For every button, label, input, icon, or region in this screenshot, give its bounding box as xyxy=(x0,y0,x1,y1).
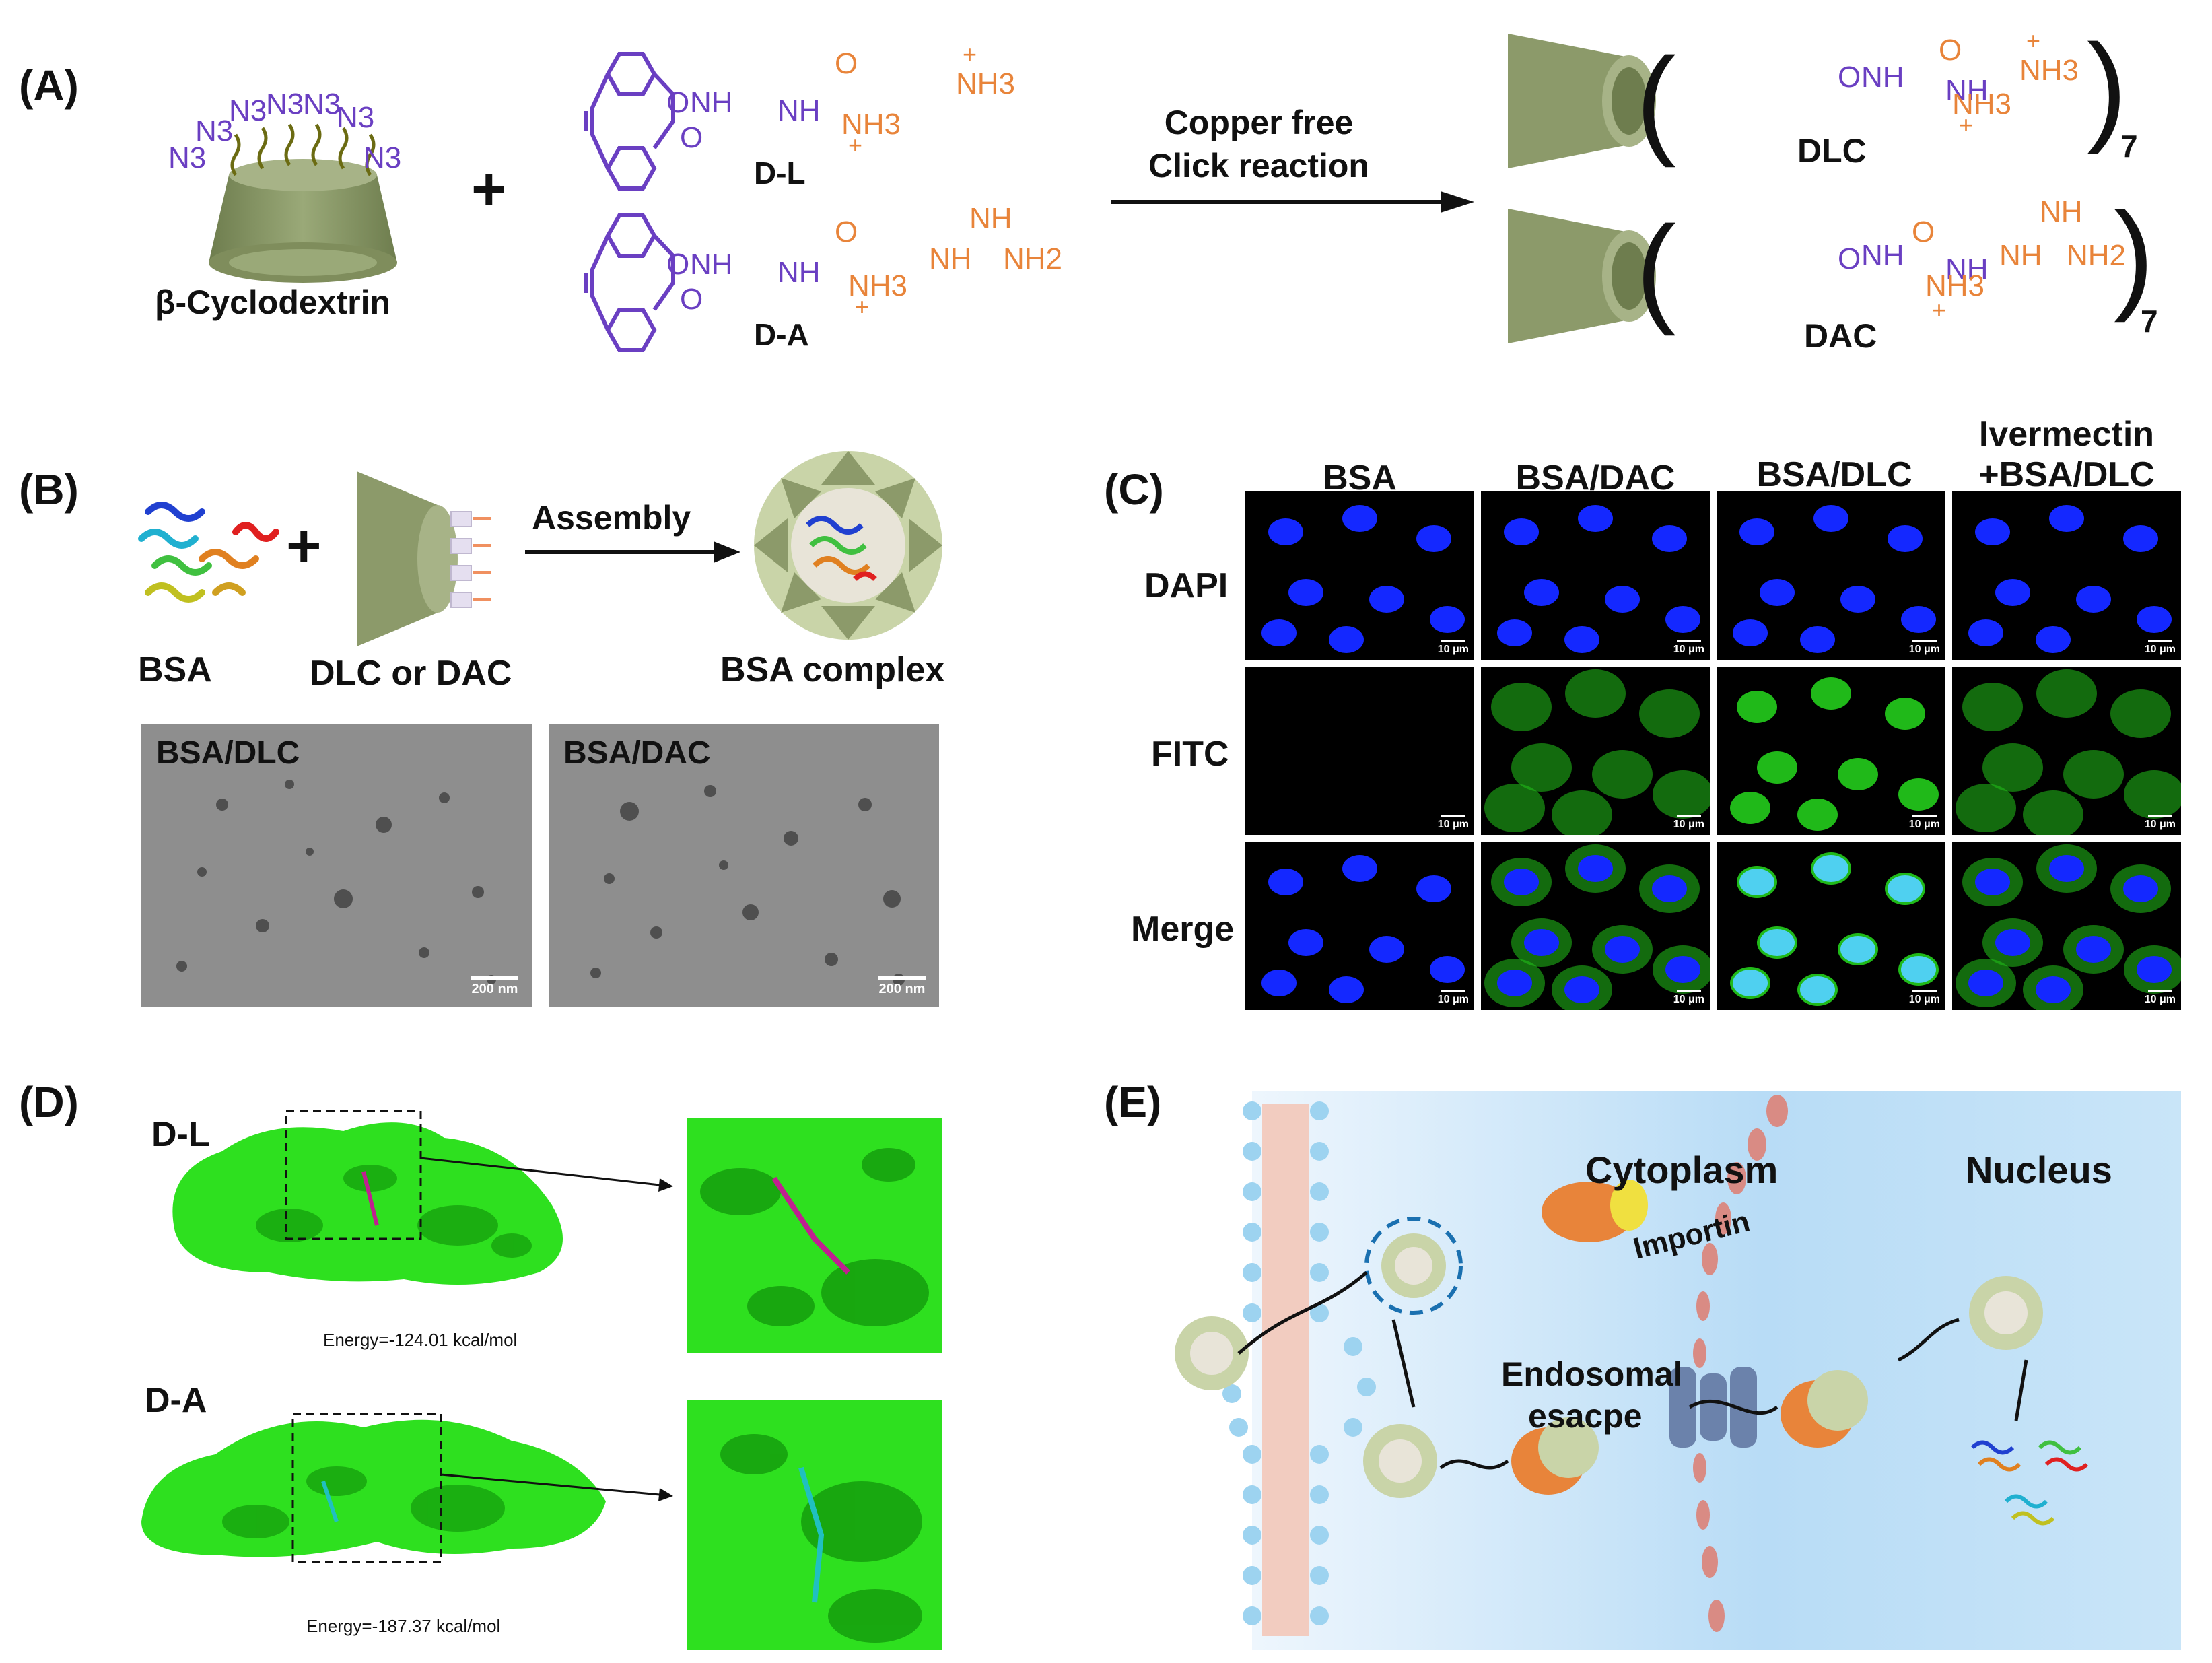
tem-scale-dac: 200 nm xyxy=(878,976,926,997)
micrograph-merge-3: 10 μm xyxy=(1952,842,2181,1010)
da-docking-label: D-A xyxy=(145,1381,207,1420)
dac-subscript: 7 xyxy=(2141,304,2158,339)
assembly-label: Assembly xyxy=(532,499,691,537)
dlc-subscript: 7 xyxy=(2120,129,2138,164)
micrograph-merge-1: 10 μm xyxy=(1481,842,1710,1010)
dl-docking-label: D-L xyxy=(151,1115,210,1154)
col-header-bsa-dac: BSA/DAC xyxy=(1515,459,1675,498)
dlc-structure: ( O NH NH xyxy=(1636,33,1989,168)
dlc-or-dac-label: DLC or DAC xyxy=(310,654,512,693)
scale-bar: 10 μm xyxy=(1909,640,1940,656)
panel-b-label: (B) xyxy=(19,465,79,514)
dl-label: D-L xyxy=(754,156,806,191)
scale-bar: 10 μm xyxy=(1438,640,1469,656)
assembly-arrow xyxy=(525,541,740,563)
arginine-group: O NH NH NH2 NH3 + xyxy=(835,202,1063,320)
bsa-protein-icon xyxy=(138,502,279,603)
micrograph-dapi-2: 10 μm xyxy=(1717,491,1945,660)
panel-a-label: (A) xyxy=(19,61,79,110)
micrograph-fitc-0: 10 μm xyxy=(1245,667,1474,835)
panel-e-label: (E) xyxy=(1104,1078,1162,1126)
dlc-lysine: O + NH3 NH3 + xyxy=(1939,27,2079,139)
dlc-cup-icon xyxy=(1508,34,1656,168)
dlc-bracket: ) xyxy=(2087,20,2127,155)
docking-views xyxy=(141,1110,942,1650)
row-label-dapi: DAPI xyxy=(1144,566,1229,605)
tem-title-dac: BSA/DAC xyxy=(563,735,711,771)
dlc-label: DLC xyxy=(1797,132,1867,170)
dac-label: DAC xyxy=(1804,317,1877,355)
dibenzocyclooctyne-dl-icon xyxy=(584,52,675,191)
da-chain: O O NH NH xyxy=(666,248,821,316)
cyclodextrin-label: β-Cyclodextrin xyxy=(155,283,391,321)
tem-image-bsa-dlc: BSA/DLC 200 nm xyxy=(141,724,532,1007)
lysine-group: O + NH3 NH3 + xyxy=(835,40,1016,159)
col-header-bsa: BSA xyxy=(1323,459,1397,498)
nucleus-label: Nucleus xyxy=(1966,1149,2112,1191)
bsa-complex-label: BSA complex xyxy=(720,650,945,689)
dac-arginine: O NH NH NH2 NH3 + xyxy=(1912,195,2127,324)
bsa-complex-icon xyxy=(754,451,942,640)
dac-structure: ( O NH NH xyxy=(1636,201,1989,337)
energy-da: Energy=-187.37 kcal/mol xyxy=(306,1616,501,1636)
plus-sign: + xyxy=(471,156,507,223)
tem-image-bsa-dac: BSA/DAC 200 nm xyxy=(549,724,939,1007)
scale-bar: 10 μm xyxy=(1673,815,1704,831)
scale-bar: 10 μm xyxy=(1438,990,1469,1006)
micrograph-merge-2: 10 μm xyxy=(1717,842,1945,1010)
micrograph-fitc-1: 10 μm xyxy=(1481,667,1710,835)
micrograph-fitc-2: 10 μm xyxy=(1717,667,1945,835)
cytoplasm-label: Cytoplasm xyxy=(1585,1149,1778,1191)
dlc-dac-carrier-icon xyxy=(357,471,491,646)
col-header-ivermectin: Ivermectin +BSA/DLC xyxy=(1978,415,2155,494)
scale-bar: 10 μm xyxy=(1673,640,1704,656)
micrograph-fitc-3: 10 μm xyxy=(1952,667,2181,835)
panel-b-plus: + xyxy=(286,512,322,580)
cyclodextrin-cup-icon xyxy=(209,123,397,283)
panel-d-label: (D) xyxy=(19,1078,79,1126)
reaction-condition: Copper free Click reaction xyxy=(1148,104,1369,184)
micrograph-grid: 10 μm 10 μm 10 μm 10 μm 10 μm 10 μm 10 μm 10 μm… xyxy=(1245,491,2181,1010)
scale-bar: 10 μm xyxy=(1438,815,1469,831)
micrograph-merge-0: 10 μm xyxy=(1245,842,1474,1010)
dac-cup-icon xyxy=(1508,209,1656,343)
scale-bar: 10 μm xyxy=(1909,990,1940,1006)
scale-bar: 10 μm xyxy=(2145,815,2176,831)
bsa-label: BSA xyxy=(138,650,212,689)
dac-bracket: ) xyxy=(2114,188,2154,323)
tem-title-dlc: BSA/DLC xyxy=(156,735,300,771)
scale-bar: 10 μm xyxy=(1909,815,1940,831)
azide-groups: N3 N3 N3 N3 N3 N3 N3 xyxy=(168,88,402,174)
micrograph-dapi-0: 10 μm xyxy=(1245,491,1474,660)
scale-bar: 10 μm xyxy=(1673,990,1704,1006)
tem-scale-dlc: 200 nm xyxy=(471,976,518,997)
dl-chain: O O NH NH xyxy=(666,86,821,154)
dibenzocyclooctyne-da-icon xyxy=(584,213,675,352)
energy-dl: Energy=-124.01 kcal/mol xyxy=(323,1330,518,1350)
endosomal-escape-label: Endosomal esacpe xyxy=(1501,1355,1683,1435)
scale-bar: 10 μm xyxy=(2145,990,2176,1006)
row-label-fitc: FITC xyxy=(1151,735,1229,774)
micrograph-dapi-3: 10 μm xyxy=(1952,491,2181,660)
row-label-merge: Merge xyxy=(1131,910,1235,949)
col-header-bsa-dlc: BSA/DLC xyxy=(1756,455,1912,494)
panel-c-label: (C) xyxy=(1104,465,1164,514)
reaction-arrow xyxy=(1111,191,1474,213)
da-label: D-A xyxy=(754,317,809,352)
scale-bar: 10 μm xyxy=(2145,640,2176,656)
micrograph-dapi-1: 10 μm xyxy=(1481,491,1710,660)
cell-schematic xyxy=(1175,1091,2181,1650)
